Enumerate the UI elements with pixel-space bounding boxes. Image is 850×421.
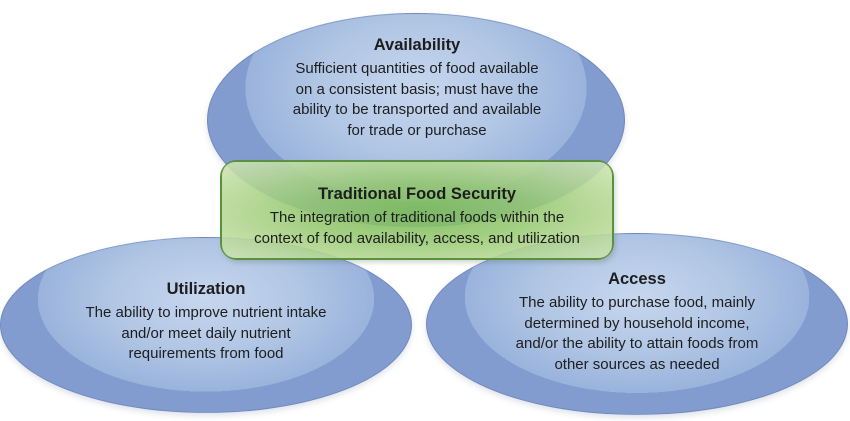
access-text-block: Access The ability to purchase food, mai… [447,269,827,376]
utilization-title: Utilization [166,280,246,298]
availability-title: Availability [373,36,461,54]
availability-text-block: Availability Sufficient quantities of fo… [217,35,617,142]
box-gradient-fill [222,162,612,258]
traditional-text-block: Traditional Food Security The integratio… [222,162,612,258]
access-title: Access [608,270,666,288]
utilization-text-block: Utilization The ability to improve nutri… [6,279,406,365]
traditional-title: Traditional Food Security [317,185,517,203]
utilization-ellipse [0,237,412,413]
availability-body: Sufficient quantities of food available … [292,59,542,140]
access-ellipse [426,233,848,415]
traditional-body: The integration of traditional foods wit… [254,208,580,247]
traditional-food-security-box: Traditional Food Security The integratio… [220,160,614,260]
utilization-body: The ability to improve nutrient intake a… [85,303,327,363]
access-body: The ability to purchase food, mainly det… [515,293,759,374]
